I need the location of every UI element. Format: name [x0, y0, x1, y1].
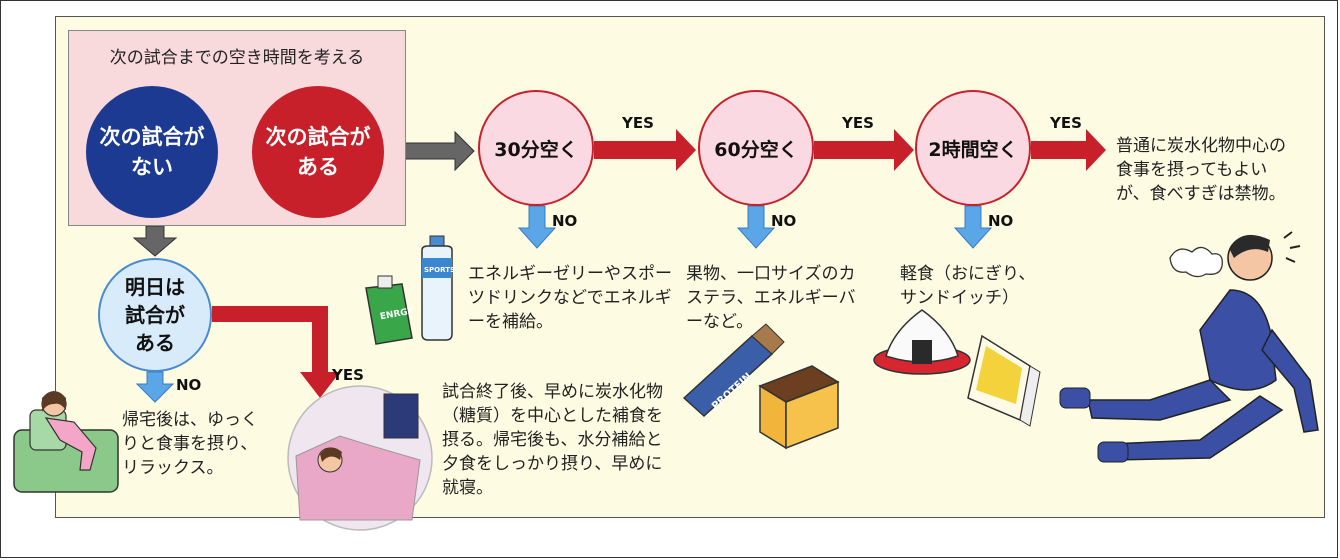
blue-arrow-60-no — [736, 205, 776, 249]
no-label-2h: NO — [988, 212, 1014, 230]
circle-no-next-match-label: 次の試合がない — [99, 125, 205, 179]
circle-has-next-match: 次の試合がある — [252, 86, 384, 218]
circle-has-next-match-label: 次の試合がある — [265, 125, 371, 179]
sleeping-person-illustration — [287, 385, 433, 531]
blue-arrow-2h-no — [953, 205, 993, 249]
step30-no-text: エネルギーゼリーやスポーツドリンクなどでエネルギーを補給。 — [468, 264, 672, 332]
woman-on-sofa-illustration — [13, 391, 119, 493]
red-arrow-60-to-2h — [814, 129, 914, 171]
final-advice-text: 普通に炭水化物中心の食事を摂ってもよいが、食べすぎは禁物。 — [1116, 136, 1286, 204]
blue-arrow-tomorrow-no — [135, 371, 175, 403]
red-arrow-2h-to-final — [1031, 129, 1106, 171]
red-arrow-tomorrow-yes — [212, 306, 340, 398]
sports-bottle-illustration: SPORTS — [421, 235, 455, 341]
energy-gel-pack-illustration: ENRGY — [365, 275, 415, 345]
blue-arrow-30-no — [517, 205, 557, 249]
castella-cake-illustration — [758, 365, 840, 450]
step-2hours: 2時間空く — [915, 90, 1031, 206]
step2h-no-text: 軽食（おにぎり、サンドイッチ） — [900, 264, 1036, 308]
step-2hours-label: 2時間空く — [928, 138, 1018, 161]
yes-label-60: YES — [842, 114, 874, 132]
yes-label-2h: YES — [1050, 114, 1082, 132]
yes-label-tomorrow: YES — [332, 366, 364, 384]
condition-box-title: 次の試合までの空き時間を考える — [109, 48, 365, 68]
step-30min: 30分空く — [478, 90, 594, 206]
circle-tomorrow-match: 明日は試合がある — [98, 258, 212, 372]
no-label-tomorrow: NO — [176, 376, 202, 394]
gray-arrow-down — [132, 225, 178, 257]
circle-tomorrow-match-label: 明日は試合がある — [125, 275, 185, 355]
sandwich-illustration — [967, 334, 1041, 427]
step60-no-text: 果物、一口サイズのカステラ、エネルギーバーなど。 — [686, 264, 856, 332]
step-30min-label: 30分空く — [494, 138, 578, 161]
tomorrow-yes-text: 試合終了後、早めに炭水化物（糖質）を中心とした補食を摂る。帰宅後も、水分補給と夕… — [442, 382, 663, 498]
no-label-30: NO — [552, 212, 578, 230]
step-60min-label: 60分空く — [714, 138, 798, 161]
onigiri-illustration — [873, 309, 971, 375]
resting-man-illustration — [1059, 231, 1319, 463]
step-60min: 60分空く — [698, 90, 814, 206]
no-label-60: NO — [771, 212, 797, 230]
red-arrow-30-to-60 — [594, 129, 696, 171]
yes-label-30: YES — [622, 114, 654, 132]
circle-no-next-match: 次の試合がない — [86, 86, 218, 218]
tomorrow-no-text: 帰宅後は、ゆっくりと食事を摂り、リラックス。 — [122, 410, 258, 478]
sports-bottle-text: SPORTS — [424, 266, 455, 274]
